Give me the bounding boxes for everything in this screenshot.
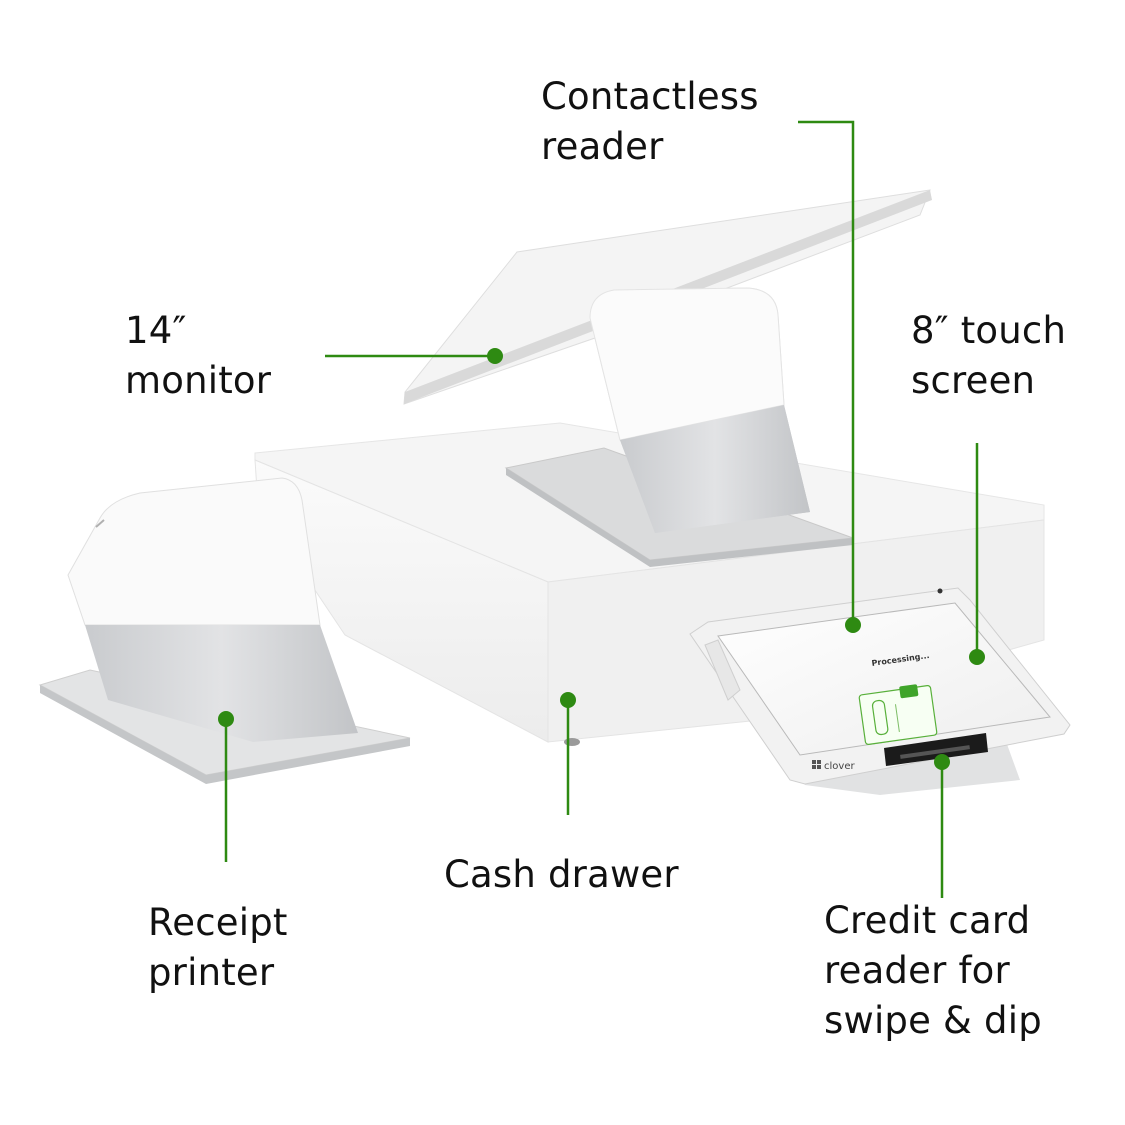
label-line: reader for (824, 949, 1010, 992)
card-insert-graphic (858, 684, 938, 745)
callout-dot-touch-screen (969, 649, 985, 665)
printer-body-white (67, 477, 321, 626)
label-line: Receipt (148, 901, 288, 944)
label-cash-drawer: Cash drawer (444, 850, 679, 900)
clover-brand-text: clover (824, 761, 855, 772)
camera-dot (937, 588, 943, 594)
printer-body-metal (85, 625, 358, 742)
label-card-reader: Credit card reader for swipe & dip (824, 896, 1042, 1046)
monitor-neck-front (589, 287, 785, 441)
callout-dot-cash-drawer (560, 692, 576, 708)
callouts (224, 120, 979, 898)
monitor-neck-metal-front (620, 405, 810, 533)
card-reader-device: Processing... clover (689, 587, 1071, 795)
label-touch-screen: 8″ touch screen (911, 306, 1066, 406)
label-line: 8″ touch (911, 309, 1067, 352)
printer-base-edge (40, 685, 410, 784)
touch-screen (717, 602, 1051, 756)
cash-drawer-foot (564, 738, 580, 746)
callout-line-contactless (798, 120, 855, 625)
label-line: screen (911, 359, 1036, 402)
label-receipt-printer: Receipt printer (148, 898, 288, 998)
printer-paper-slot (95, 519, 105, 528)
label-line: swipe & dip (824, 999, 1042, 1042)
label-line: printer (148, 951, 275, 994)
card-slot-highlight (900, 745, 970, 759)
label-monitor: 14″ monitor (125, 306, 271, 406)
receipt-printer (38, 477, 411, 784)
callout-dot-receipt-printer (218, 711, 234, 727)
label-line: Credit card (824, 899, 1031, 942)
card-swipe-slot (884, 733, 988, 766)
label-line: 14″ (125, 309, 187, 352)
device-side-port (704, 639, 741, 701)
label-contactless-reader: Contactless reader (541, 72, 759, 172)
callout-dot-card-reader (934, 754, 950, 770)
callout-dot-monitor (487, 348, 503, 364)
label-line: Cash drawer (444, 853, 679, 896)
monitor-base-edge (506, 468, 853, 567)
monitor-14in (403, 189, 932, 533)
clover-logo: clover (812, 760, 855, 772)
label-line: reader (541, 125, 664, 168)
label-line: Contactless (541, 75, 759, 118)
label-line: monitor (125, 359, 272, 402)
callout-dot-contactless (845, 617, 861, 633)
callout-dots (218, 348, 985, 770)
